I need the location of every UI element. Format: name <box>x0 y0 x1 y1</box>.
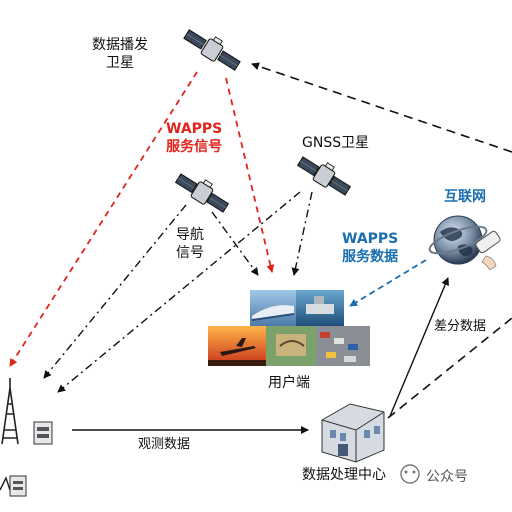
data-center-label: 数据处理中心 <box>302 466 386 484</box>
satellite-icon <box>173 167 232 215</box>
nav-signal-label-line2: 信号 <box>176 244 204 262</box>
internet-label: 互联网 <box>444 188 486 206</box>
wapps-signal-label: WAPPS 服务信号 <box>166 120 222 156</box>
data-center-building-icon <box>322 404 384 462</box>
nav-signal-label: 导航 信号 <box>176 226 204 262</box>
wapps-data-label-line1: WAPPS <box>342 230 398 248</box>
red-signal-to-tower <box>10 72 197 366</box>
differential-data-arrow <box>390 278 448 416</box>
wapps-signal-label-line1: WAPPS <box>166 120 222 138</box>
antenna-tower-icon <box>2 378 18 444</box>
gnss-satellite-label: GNSS卫星 <box>302 134 369 152</box>
satellite-icon <box>182 23 245 73</box>
broadcast-satellite-label: 数据播发 卫星 <box>92 36 148 72</box>
server-icon <box>34 422 52 444</box>
dashed-upper-link <box>252 64 512 152</box>
small-figure-icon <box>0 478 10 490</box>
server-icon <box>10 476 26 496</box>
nav-signal-label-line1: 导航 <box>176 226 204 244</box>
red-signal-to-user <box>226 78 272 272</box>
observation-data-label: 观测数据 <box>138 436 190 454</box>
globe-icon <box>427 216 502 270</box>
nav-signal-to-user <box>212 212 258 275</box>
user-terminal-collage <box>208 290 370 366</box>
gnss-signal-to-user <box>294 192 312 275</box>
watermark-logo-icon <box>401 465 419 483</box>
blue-data-arrow <box>350 260 426 306</box>
wapps-data-label: WAPPS 服务数据 <box>342 230 398 266</box>
broadcast-satellite-label-line2: 卫星 <box>92 54 148 72</box>
differential-data-label: 差分数据 <box>434 318 486 336</box>
nav-signal-to-tower <box>44 205 186 378</box>
wapps-signal-label-line2: 服务信号 <box>166 138 222 156</box>
watermark-text: 公众号 <box>426 466 468 486</box>
wapps-data-label-line2: 服务数据 <box>342 248 398 266</box>
broadcast-satellite-label-line1: 数据播发 <box>92 36 148 54</box>
satellite-icon <box>295 150 354 198</box>
user-terminal-label: 用户端 <box>268 374 310 392</box>
